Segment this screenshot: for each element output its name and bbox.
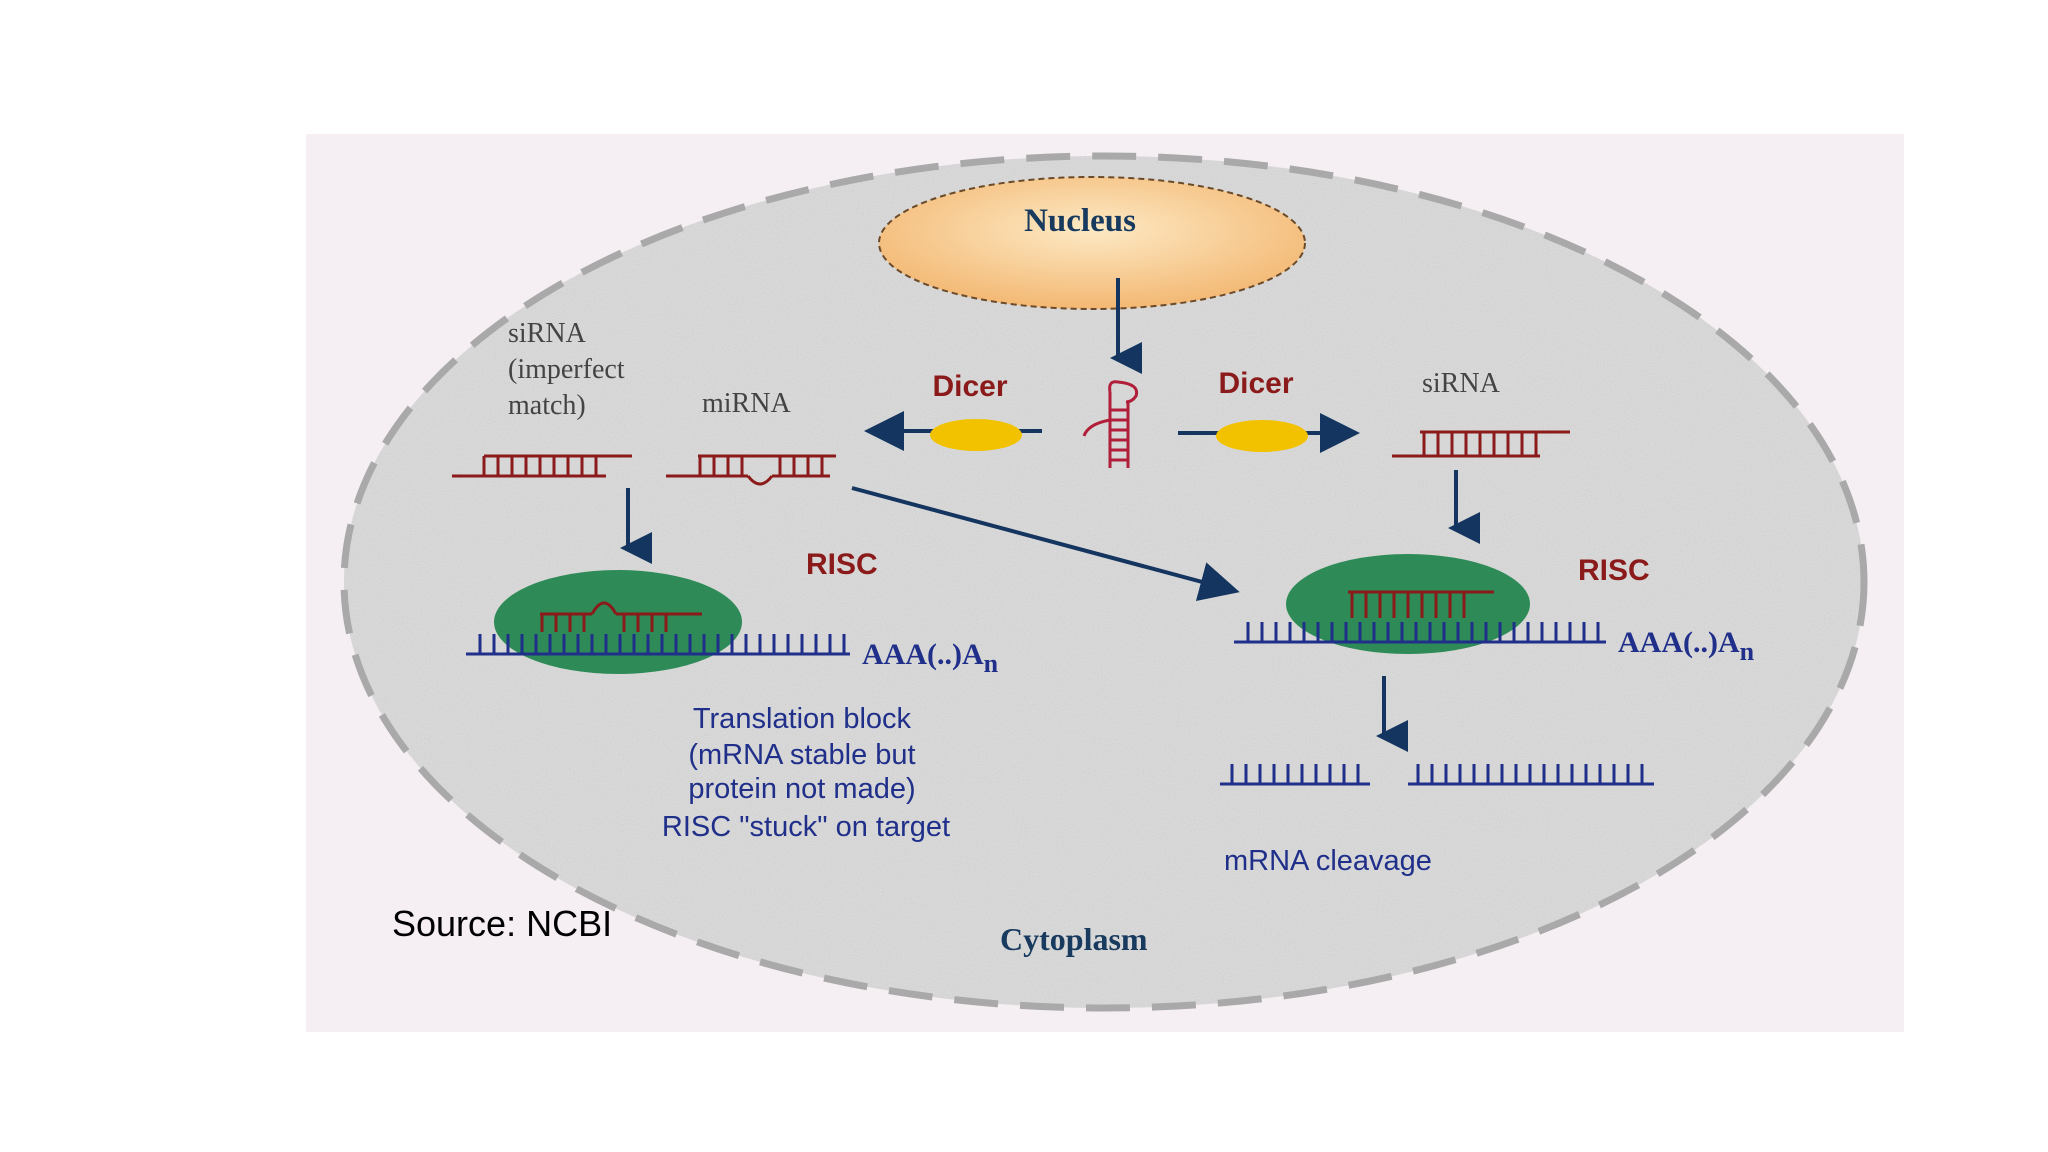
dicer-right-label: Dicer [1218, 367, 1293, 400]
sirna-imperfect-label: siRNA (imperfect match) [508, 318, 632, 421]
risc-right-label: RISC [1578, 554, 1650, 587]
mrna-right [1234, 622, 1606, 644]
mirna-label: miRNA [702, 388, 791, 419]
nucleus [878, 176, 1306, 310]
mirna-duplex [666, 454, 836, 486]
poly-a-tail-right: AAA(..)An [1618, 626, 1755, 666]
mirna-in-risc [540, 601, 702, 632]
mrna-left [466, 634, 850, 656]
sirna-in-risc [1348, 590, 1494, 618]
sirna-duplex-left [452, 454, 632, 478]
dicer-right-enzyme [1216, 420, 1308, 452]
cell-membrane [340, 152, 1868, 1012]
mrna-cleavage-text: mRNA cleavage [1224, 845, 1432, 877]
poly-a-tail-left: AAA(..)An [862, 638, 999, 678]
risc-left-complex [494, 570, 742, 674]
sirna-duplex-right [1392, 430, 1570, 458]
source-credit: Source: NCBI [392, 903, 612, 944]
dicer-left-enzyme [930, 419, 1022, 451]
risc-left-label: RISC [806, 548, 878, 581]
arrow-mirna-to-right-risc [851, 486, 1240, 602]
translation-block-text: Translation block (mRNA stable but prote… [662, 703, 950, 843]
cytoplasm-cell [344, 156, 1864, 1008]
cytoplasm-label: Cytoplasm [1000, 921, 1148, 957]
mrna-fragment-right [1408, 764, 1654, 786]
nucleus-label: Nucleus [1024, 203, 1136, 239]
mrna-fragment-left [1220, 764, 1370, 786]
sirna-right-label: siRNA [1422, 368, 1501, 399]
dicer-left-label: Dicer [932, 370, 1007, 403]
hairpin-rna-icon [1082, 380, 1139, 468]
